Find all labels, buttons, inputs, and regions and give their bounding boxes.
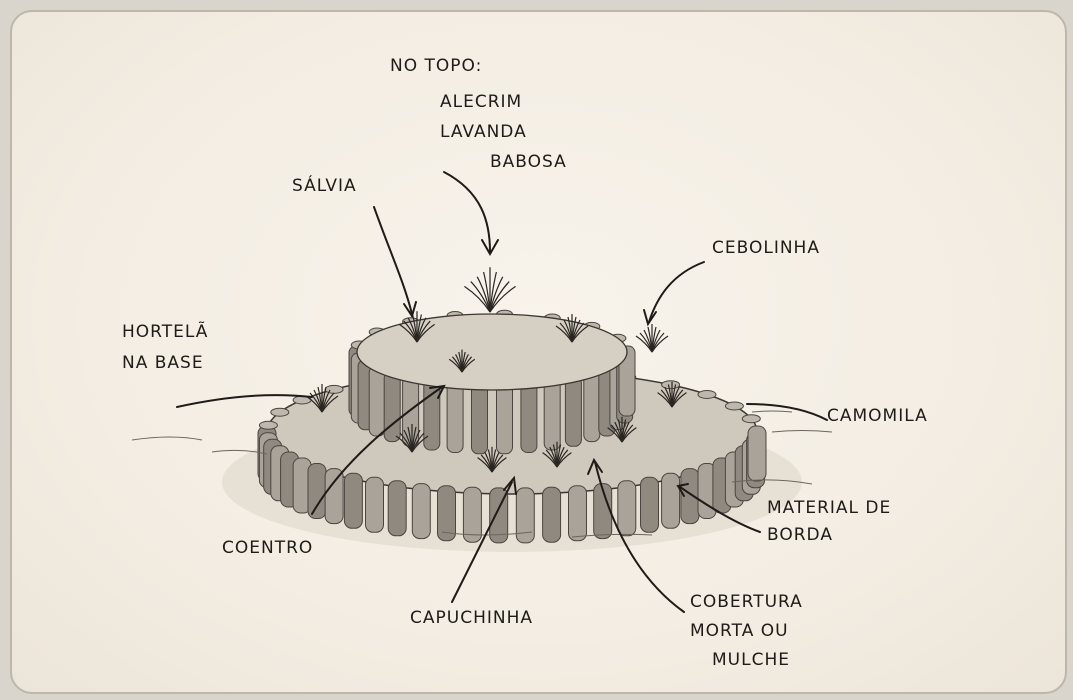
- log-top: [742, 415, 760, 423]
- label-material-line1: MATERIAL DE: [767, 500, 891, 517]
- log-post: [569, 486, 587, 541]
- log-post: [544, 380, 560, 450]
- log-post: [447, 383, 463, 453]
- log-post: [543, 487, 561, 542]
- log-post: [662, 473, 680, 528]
- label-cobertura-line1: COBERTURA: [690, 594, 803, 611]
- label-material-line2: BORDA: [767, 527, 891, 544]
- log-post: [369, 366, 385, 436]
- label-hortela-line1: HORTELÃ: [122, 324, 208, 341]
- log-top: [325, 385, 343, 393]
- log-post: [344, 473, 362, 528]
- log-post: [308, 464, 326, 519]
- log-post: [403, 376, 419, 446]
- label-capuchinha: CAPUCHINHA: [410, 610, 533, 627]
- log-top: [271, 408, 289, 416]
- log-post: [388, 481, 406, 536]
- label-hortela-line2: NA BASE: [122, 355, 208, 372]
- log-post: [412, 484, 430, 539]
- arrow-cebolinha: [649, 262, 704, 322]
- arrow-salvia: [374, 207, 412, 314]
- log-post: [325, 469, 343, 524]
- label-hortela: HORTELÃ NA BASE: [122, 324, 208, 372]
- label-coentro: COENTRO: [222, 540, 313, 557]
- label-top-item-lavanda: LAVANDA: [440, 124, 527, 141]
- label-top-title: NO TOPO:: [390, 58, 482, 75]
- log-post: [472, 384, 488, 454]
- upper-bed-soil: [357, 314, 627, 390]
- log-post: [366, 477, 384, 532]
- log-post: [748, 426, 766, 481]
- label-material: MATERIAL DE BORDA: [767, 500, 891, 544]
- log-post: [618, 481, 636, 536]
- label-cobertura-line3: MULCHE: [712, 652, 803, 669]
- log-post: [641, 477, 659, 532]
- log-top: [698, 391, 716, 399]
- label-top-item-alecrim: ALECRIM: [440, 94, 522, 111]
- log-post: [521, 383, 537, 453]
- log-post: [497, 384, 513, 454]
- log-post: [463, 487, 481, 542]
- log-post: [584, 372, 600, 442]
- log-post: [516, 488, 534, 543]
- log-post: [565, 376, 581, 446]
- label-cebolinha: CEBOLINHA: [712, 240, 820, 257]
- label-cobertura: COBERTURA MORTA OU MULCHE: [690, 594, 803, 669]
- log-top: [259, 421, 277, 429]
- label-top-item-babosa: BABOSA: [490, 154, 567, 171]
- sketch-frame: NO TOPO: ALECRIM LAVANDA BABOSA SÁLVIA C…: [10, 10, 1067, 694]
- label-cobertura-line2: MORTA OU: [690, 623, 803, 640]
- log-post: [384, 372, 400, 442]
- label-salvia: SÁLVIA: [292, 178, 357, 195]
- label-camomila: CAMOMILA: [827, 408, 928, 425]
- log-top: [725, 402, 743, 410]
